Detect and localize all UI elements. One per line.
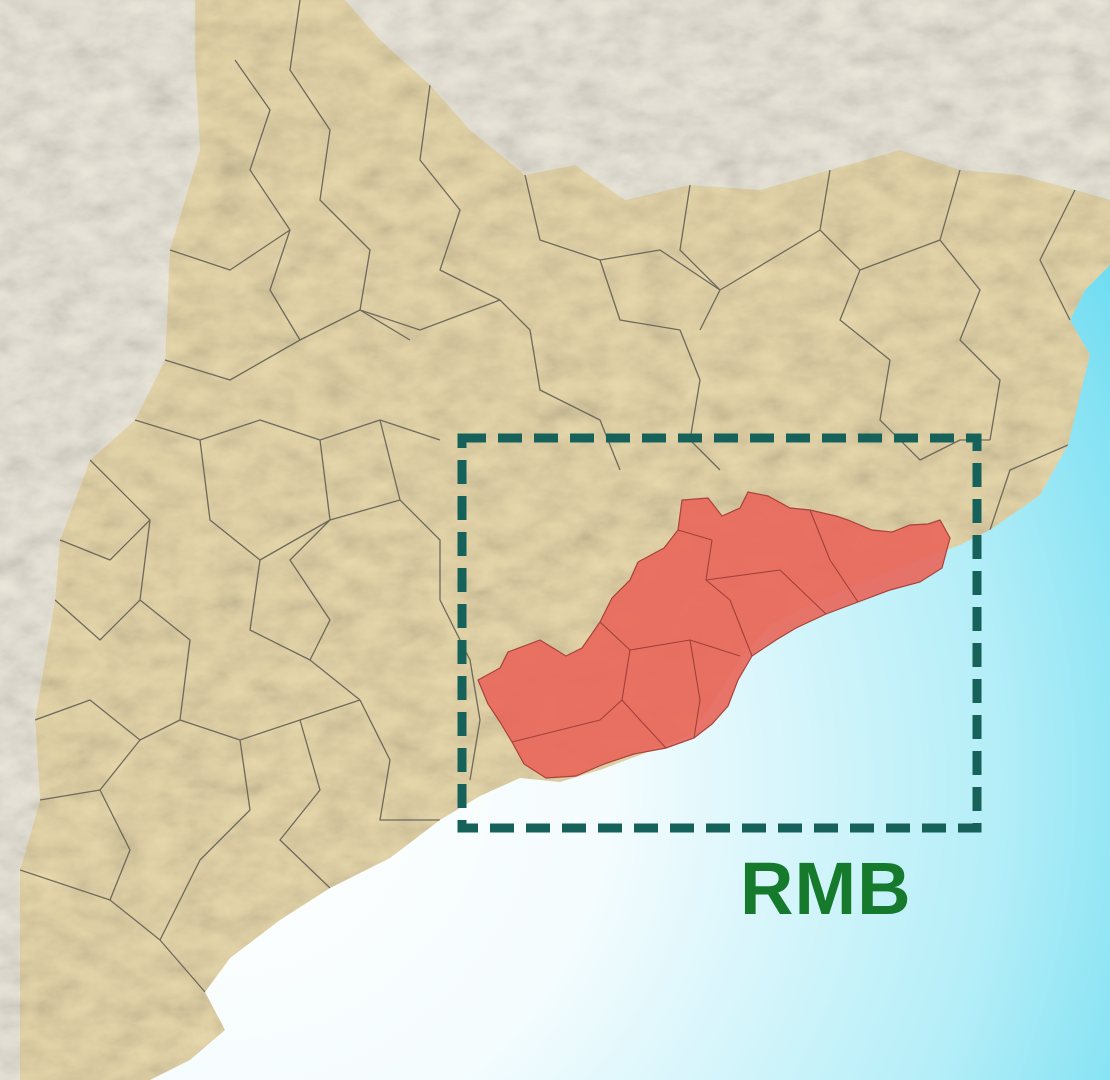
rmb-frame (457, 433, 982, 833)
comarca-borders (20, 0, 1076, 993)
rmb-internal-borders (511, 509, 859, 749)
catalonia-land (20, 0, 1110, 1080)
rmb-label: RMB (740, 847, 912, 930)
